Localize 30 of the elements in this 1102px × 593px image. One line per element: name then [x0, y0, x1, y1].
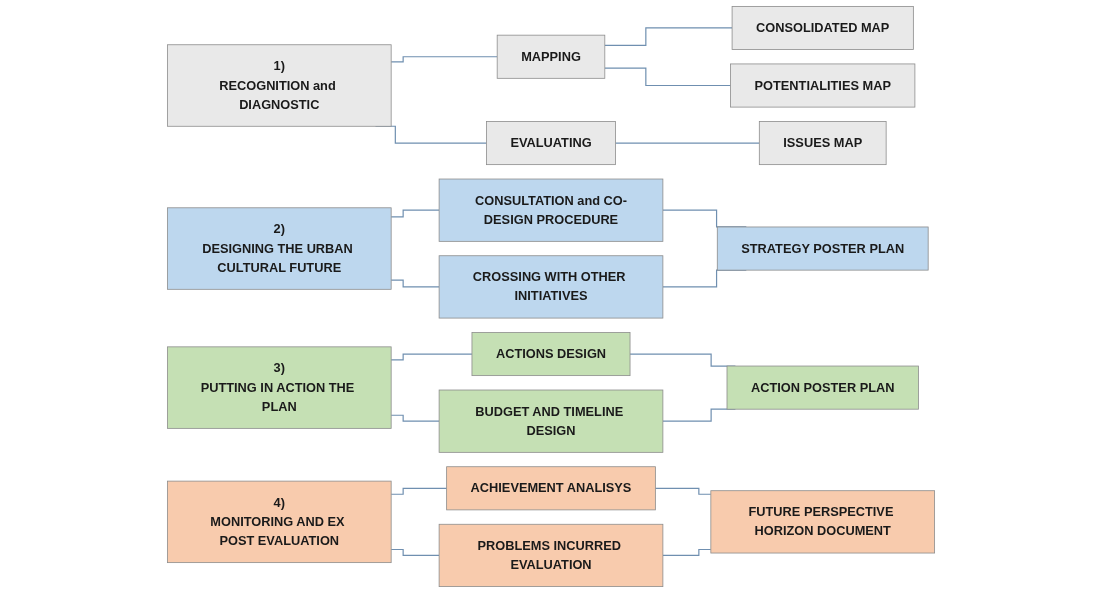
node-box: STRATEGY POSTER PLAN: [716, 226, 929, 271]
connector: [654, 487, 712, 495]
node-box: CONSOLIDATED MAP: [731, 6, 914, 50]
node-box: ISSUES MAP: [758, 121, 887, 166]
node-box: ACTIONS DESIGN: [471, 332, 631, 376]
connector: [390, 414, 440, 422]
node-box: MAPPING: [496, 34, 606, 79]
node-box: EVALUATING: [486, 121, 616, 166]
connector: [390, 56, 498, 63]
node-box: CONSULTATION and CO-DESIGN PROCEDURE: [438, 178, 664, 242]
node-box: 3) PUTTING IN ACTION THE PLAN: [167, 346, 392, 429]
node-box: 2) DESIGNING THE URBAN CULTURAL FUTURE: [167, 207, 392, 290]
connector: [390, 487, 448, 495]
node-box: 1) RECOGNITION and DIAGNOSTIC: [167, 44, 392, 127]
node-box: BUDGET AND TIMELINE DESIGN: [438, 389, 664, 453]
connector: [615, 142, 760, 144]
connector: [604, 27, 733, 46]
node-box: POTENTIALITIES MAP: [730, 63, 916, 108]
node-box: FUTURE PERSPECTIVE HORIZON DOCUMENT: [710, 490, 935, 554]
connector: [390, 353, 473, 361]
connector: [604, 67, 732, 87]
node-box: 4) MONITORING AND EX POST EVALUATION: [167, 480, 392, 564]
node-box: PROBLEMS INCURRED EVALUATION: [438, 523, 664, 587]
connector: [662, 548, 712, 557]
node-box: ACTION POSTER PLAN: [726, 365, 919, 410]
node-box: CROSSING WITH OTHER INITIATIVES: [438, 255, 664, 319]
connector: [390, 548, 440, 557]
connector: [390, 279, 440, 288]
connector: [390, 209, 440, 218]
node-box: ACHIEVEMENT ANALISYS: [446, 466, 656, 511]
